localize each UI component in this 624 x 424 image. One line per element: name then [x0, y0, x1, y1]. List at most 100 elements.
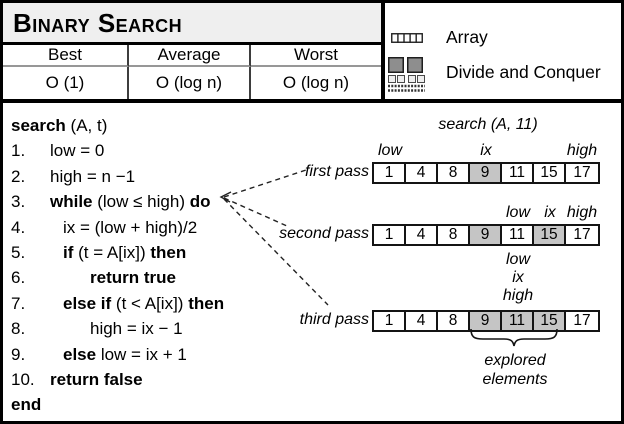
code-line-text: end [11, 392, 41, 417]
code-line-text: else if (t < A[ix]) then [50, 291, 224, 316]
pass-label-third-pass: third pass [299, 311, 369, 328]
code-text: low = ix + 1 [96, 344, 187, 364]
array-cell-11: 11 [502, 312, 534, 330]
header-vertical-divider [381, 3, 385, 99]
code-line-text: else low = ix + 1 [50, 342, 187, 367]
marker-low-pass-1: low [377, 142, 402, 159]
array-cell-1: 1 [374, 312, 406, 330]
array-cell-11: 11 [502, 226, 534, 244]
array-cell-4: 4 [406, 164, 438, 182]
code-line-text: high = ix − 1 [50, 316, 183, 341]
page-title: Binary Search [13, 8, 183, 38]
code-keyword: do [189, 192, 211, 212]
code-line-number: 3. [11, 192, 26, 212]
code-keyword: else if [63, 293, 112, 313]
array-cell-15: 15 [534, 226, 566, 244]
code-line-search: search (A, t) [11, 113, 331, 138]
divide-and-conquer-icon [388, 57, 426, 99]
complexity-value-2: O (log n) [282, 73, 350, 92]
marker-high-pass-2: high [566, 204, 598, 221]
code-keyword: then [150, 242, 187, 262]
code-keyword: return true [90, 268, 176, 288]
code-text: (t = A[ix]) [73, 242, 151, 262]
array-cell-9: 9 [470, 312, 502, 330]
call-label: search (A, 11) [438, 116, 538, 133]
code-keyword: search [11, 116, 66, 135]
code-text: high = n −1 [50, 166, 136, 186]
code-text: (low ≤ high) [92, 192, 190, 212]
array-cell-8: 8 [438, 226, 470, 244]
code-line-9: 9. else low = ix + 1 [11, 342, 331, 367]
code-line-end: end [11, 392, 331, 417]
array-cell-11: 11 [502, 164, 534, 182]
code-keyword: then [188, 293, 225, 313]
array-cell-8: 8 [438, 164, 470, 182]
code-text: ix = (low + high)/2 [63, 217, 198, 237]
array-cell-1: 1 [374, 226, 406, 244]
code-keyword: if [63, 242, 74, 262]
array-icon [391, 31, 423, 49]
array-cell-9: 9 [470, 164, 502, 182]
marker-low-pass-2: low [505, 204, 530, 221]
code-keyword: end [11, 395, 42, 415]
array-cell-17: 17 [573, 226, 591, 243]
code-keyword: while [50, 192, 93, 212]
code-line-text: return false [50, 367, 143, 392]
array-cell-17: 17 [573, 312, 591, 329]
pass-label-first-pass: first pass [304, 163, 369, 180]
array-cell-15: 15 [534, 312, 566, 330]
code-line-number: 6. [11, 268, 26, 288]
code-line-5: 5. if (t = A[ix]) then [11, 240, 331, 265]
marker-high-pass-3: high [502, 287, 534, 304]
complexity-value-0: O (1) [3, 67, 129, 99]
complexity-header-best: Best [3, 45, 129, 67]
code-line-text: search (A, t) [11, 113, 107, 138]
code-keyword: return false [50, 369, 143, 389]
code-line-7: 7. else if (t < A[ix]) then [11, 291, 331, 316]
code-line-text: return true [50, 265, 176, 290]
legend-array-label: Array [446, 27, 488, 47]
code-line-text: ix = (low + high)/2 [50, 215, 197, 240]
code-line-number: 7. [11, 293, 26, 313]
code-line-number: 4. [11, 217, 26, 237]
code-line-number: 10. [11, 369, 35, 389]
code-line-number: 5. [11, 242, 26, 262]
code-line-8: 8.high = ix − 1 [11, 316, 331, 341]
array-cell-4: 4 [406, 226, 438, 244]
code-text: low = 0 [50, 141, 105, 161]
code-line-4: 4. ix = (low + high)/2 [11, 215, 331, 240]
complexity-header-average: Average [129, 45, 251, 67]
code-line-text: if (t = A[ix]) then [50, 240, 186, 265]
array-cell-17: 17 [573, 164, 591, 181]
array-cell-4: 4 [406, 312, 438, 330]
complexity-header-worst: Worst [251, 45, 381, 67]
code-line-6: 6. return true [11, 265, 331, 290]
code-line-1: 1. low = 0 [11, 138, 331, 163]
marker-ix-pass-3: ix [512, 269, 524, 286]
code-line-number: 1. [11, 141, 26, 161]
code-line-text: low = 0 [50, 138, 104, 163]
marker-ix-pass-1: ix [480, 142, 492, 159]
code-keyword: else [63, 344, 97, 364]
title-bar: Binary Search [3, 3, 381, 45]
code-text: (t < A[ix]) [111, 293, 189, 313]
code-line-number: 9. [11, 344, 26, 364]
array-cell-1: 1 [374, 164, 406, 182]
code-line-text: high = n −1 [50, 164, 135, 189]
code-line-10: 10. return false [11, 367, 331, 392]
code-line-text: while (low ≤ high) do [50, 189, 211, 214]
array-cell-15: 15 [534, 164, 566, 182]
code-text: (A, t) [65, 116, 108, 135]
marker-high-pass-1: high [566, 142, 598, 159]
explored-elements-label: explored elements [482, 352, 548, 388]
marker-ix-pass-2: ix [544, 204, 556, 221]
marker-low-pass-3: low [505, 251, 530, 268]
legend-divide-and-conquer-label: Divide and Conquer [446, 62, 601, 82]
array-cell-8: 8 [438, 312, 470, 330]
array-cell-9: 9 [470, 226, 502, 244]
